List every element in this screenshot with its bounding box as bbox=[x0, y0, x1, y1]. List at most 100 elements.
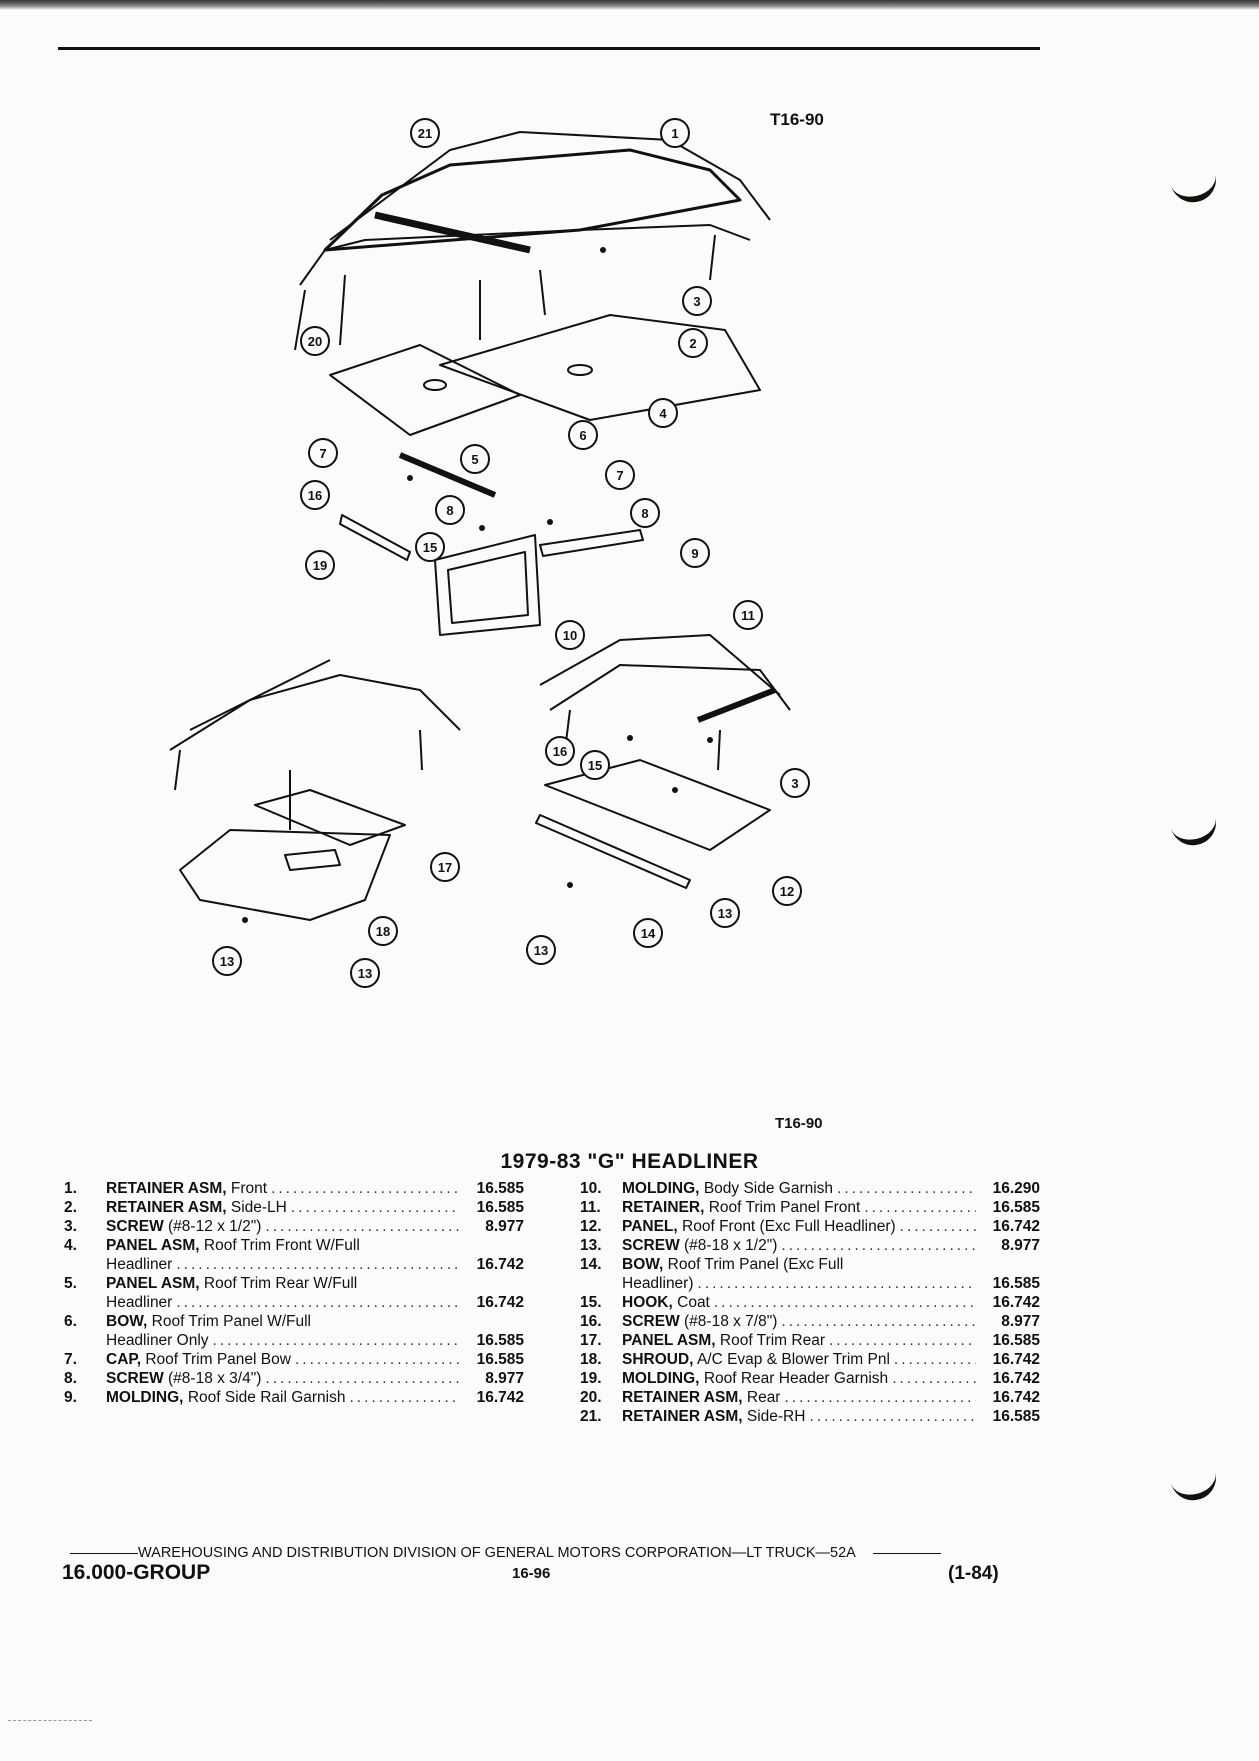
part-row: 20.RETAINER ASM, Rear...................… bbox=[580, 1388, 1040, 1407]
part-description: Headliner bbox=[106, 1255, 172, 1274]
header-rule bbox=[58, 47, 1040, 50]
part-name: BOW, bbox=[106, 1313, 148, 1330]
part-detail: Roof Front (Exc Full Headliner) bbox=[682, 1218, 896, 1235]
shroud-opening bbox=[284, 849, 341, 871]
callout-8: 8 bbox=[630, 498, 660, 528]
part-number bbox=[64, 1255, 106, 1274]
part-description: MOLDING, Roof Rear Header Garnish bbox=[622, 1369, 888, 1388]
part-detail: Roof Trim Rear W/Full bbox=[203, 1275, 358, 1292]
part-group-code: 16.585 bbox=[476, 1332, 524, 1349]
roof-pillars bbox=[294, 234, 716, 351]
part-row: 8.SCREW (#8-18 x 3/4")..................… bbox=[64, 1369, 524, 1388]
callout-2: 2 bbox=[678, 328, 708, 358]
part-name: SCREW bbox=[622, 1237, 680, 1254]
part-name: PANEL ASM, bbox=[106, 1237, 200, 1254]
part-detail: Roof Trim Front W/Full bbox=[203, 1237, 360, 1254]
callout-13: 13 bbox=[212, 946, 242, 976]
callout-21: 21 bbox=[410, 118, 440, 148]
part-detail: Headliner bbox=[106, 1294, 173, 1311]
callout-3: 3 bbox=[682, 286, 712, 316]
part-number: 6. bbox=[64, 1313, 77, 1330]
part-group-code: 8.977 bbox=[1001, 1237, 1040, 1254]
part-number: 11. bbox=[580, 1199, 601, 1216]
part-detail: Headliner Only bbox=[106, 1332, 209, 1349]
callout-7: 7 bbox=[308, 438, 338, 468]
part-number: 18. bbox=[580, 1351, 602, 1368]
callout-17: 17 bbox=[430, 852, 460, 882]
part-row: 18.SHROUD, A/C Evap & Blower Trim Pnl...… bbox=[580, 1350, 1040, 1369]
callout-11: 11 bbox=[733, 600, 763, 630]
part-row: 15.HOOK, Coat...........................… bbox=[580, 1293, 1040, 1312]
part-number: 20. bbox=[580, 1389, 602, 1406]
callout-14: 14 bbox=[633, 918, 663, 948]
part-group-code bbox=[976, 1255, 1040, 1274]
part-name: RETAINER ASM, bbox=[106, 1199, 227, 1216]
revision-date: (1-84) bbox=[948, 1563, 999, 1584]
part-group-code: 16.585 bbox=[476, 1199, 524, 1216]
part-detail: (#8-18 x 3/4") bbox=[168, 1370, 262, 1387]
leader-dots: ........................................… bbox=[864, 1199, 976, 1216]
part-name: RETAINER ASM, bbox=[106, 1180, 227, 1197]
binder-hole-mark bbox=[1169, 166, 1221, 208]
callout-3: 3 bbox=[780, 768, 810, 798]
front-roof-panel bbox=[544, 759, 771, 851]
part-group-code: 8.977 bbox=[1001, 1313, 1040, 1330]
part-name: MOLDING, bbox=[622, 1370, 700, 1387]
callout-16: 16 bbox=[300, 480, 330, 510]
part-group-code: 16.742 bbox=[992, 1294, 1040, 1311]
part-row: 21.RETAINER ASM, Side-RH................… bbox=[580, 1407, 1040, 1426]
part-number: 17. bbox=[580, 1332, 602, 1349]
diagram-drawing bbox=[169, 131, 791, 923]
part-group-code: 16.585 bbox=[992, 1275, 1040, 1292]
part-row: 16. SCREW (#8-18 x 7/8").................… bbox=[580, 1312, 1040, 1331]
callout-13: 13 bbox=[350, 958, 380, 988]
footer-dash bbox=[873, 1552, 942, 1554]
binder-hole-mark bbox=[1169, 1464, 1221, 1506]
callout-18: 18 bbox=[368, 916, 398, 946]
part-name: CAP, bbox=[106, 1351, 142, 1368]
part-row: 13.SCREW (#8-18 x 1/2").................… bbox=[580, 1236, 1040, 1255]
part-row: 2.RETAINER ASM, Side-LH.................… bbox=[64, 1198, 524, 1217]
leader-dots: ........................................… bbox=[809, 1408, 976, 1425]
part-row: 7.CAP, Roof Trim Panel Bow..............… bbox=[64, 1350, 524, 1369]
part-description: SCREW (#8-18 x 7/8") bbox=[622, 1312, 777, 1331]
part-row: 5.PANEL ASM, Roof Trim Rear W/Full bbox=[64, 1274, 524, 1293]
part-group-code: 16.585 bbox=[992, 1199, 1040, 1216]
part-detail: (#8-18 x 1/2") bbox=[684, 1237, 778, 1254]
part-group-code: 16.742 bbox=[476, 1256, 524, 1273]
rear-trim-panel bbox=[254, 789, 406, 846]
front-panel-hole bbox=[567, 364, 593, 376]
part-number: 16. bbox=[580, 1313, 602, 1330]
trim-bow bbox=[535, 814, 691, 889]
leader-dots: ........................................… bbox=[176, 1256, 460, 1273]
part-detail: Side-RH bbox=[746, 1408, 806, 1425]
part-row: 1.RETAINER ASM, Front...................… bbox=[64, 1179, 524, 1198]
part-description: Headliner Only bbox=[106, 1331, 209, 1350]
part-detail: Coat bbox=[677, 1294, 710, 1311]
part-group-code: 16.742 bbox=[476, 1294, 524, 1311]
callout-15: 15 bbox=[580, 750, 610, 780]
part-number: 9. bbox=[64, 1389, 77, 1406]
callout-4: 4 bbox=[648, 398, 678, 428]
part-number: 2. bbox=[64, 1199, 77, 1216]
part-group-code: 16.742 bbox=[992, 1370, 1040, 1387]
part-group-code: 16.585 bbox=[476, 1351, 524, 1368]
leader-dots bbox=[360, 1236, 460, 1255]
part-row: Headliner...............................… bbox=[64, 1255, 524, 1274]
callout-19: 19 bbox=[305, 550, 335, 580]
roof-bow bbox=[374, 211, 531, 254]
part-name: HOOK, bbox=[622, 1294, 673, 1311]
part-number: 10. bbox=[580, 1180, 602, 1197]
group-number: 16.000-GROUP bbox=[62, 1561, 211, 1584]
part-number: 4. bbox=[64, 1237, 77, 1254]
part-number bbox=[64, 1331, 106, 1350]
leader-dots: ........................................… bbox=[781, 1313, 976, 1330]
leader-dots: ........................................… bbox=[892, 1370, 976, 1387]
leader-dots: ........................................… bbox=[290, 1199, 460, 1216]
distribution-text: WAREHOUSING AND DISTRIBUTION DIVISION OF… bbox=[138, 1545, 856, 1561]
leader-dots: ........................................… bbox=[176, 1294, 460, 1311]
leader-dots: ........................................… bbox=[697, 1275, 976, 1292]
leader-dots: ........................................… bbox=[899, 1218, 976, 1235]
part-group-code: 8.977 bbox=[485, 1218, 524, 1235]
